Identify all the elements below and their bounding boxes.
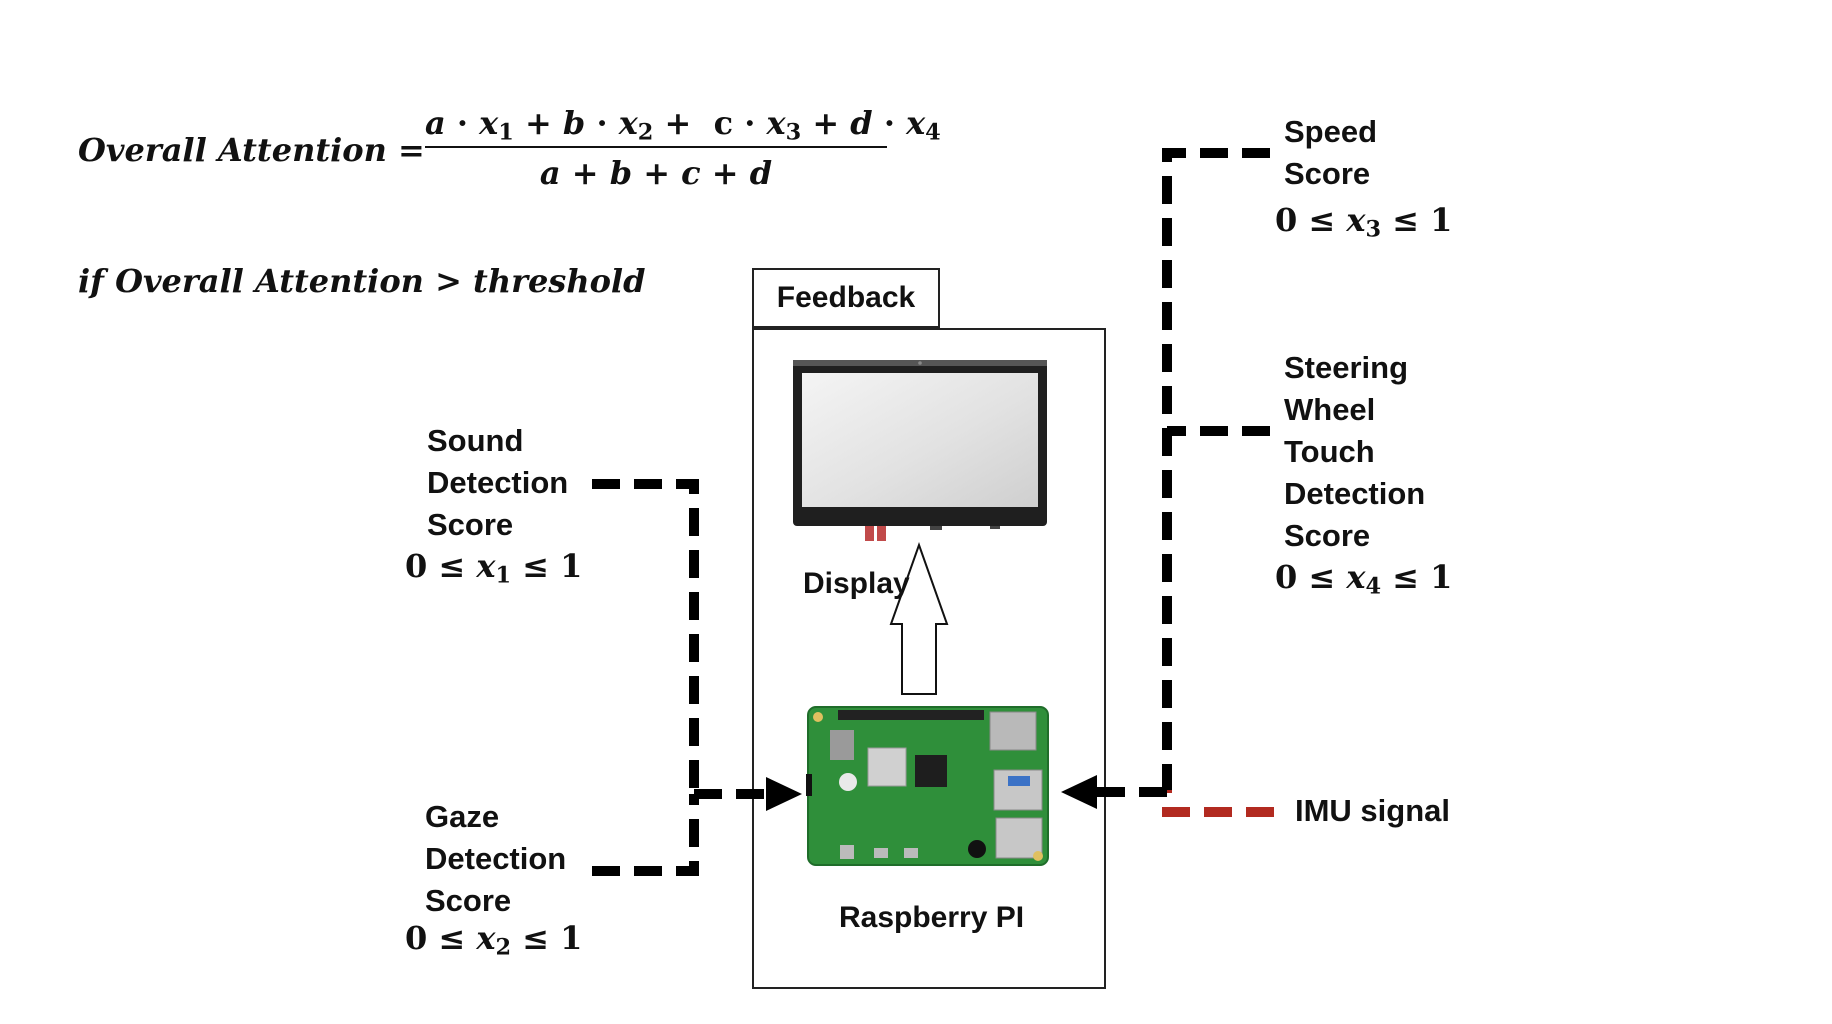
formula-lhs: Overall Attention = bbox=[78, 131, 425, 169]
feedback-container bbox=[752, 328, 1106, 989]
sound-range: 0 ≤ x1 ≤ 1 bbox=[405, 547, 583, 589]
formula-fraction: a · x1 + b · x2 + c · x3 + d · x4 a + b … bbox=[425, 104, 941, 192]
feedback-title: Feedback bbox=[776, 281, 916, 314]
speed-label-line-2: Score bbox=[1284, 156, 1371, 191]
gaze-range: 0 ≤ x2 ≤ 1 bbox=[405, 919, 583, 961]
steering-range: 0 ≤ x4 ≤ 1 bbox=[1275, 558, 1453, 600]
gaze-label-line-3: Score bbox=[425, 883, 512, 918]
sound-label-line-2: Detection bbox=[427, 465, 569, 500]
gaze-connector bbox=[592, 794, 699, 876]
feedback-title-box: Feedback bbox=[752, 268, 940, 328]
steering-label-line-1: Steering bbox=[1284, 350, 1409, 385]
threshold-condition: if Overall Attention > threshold bbox=[78, 262, 646, 300]
fraction-bar bbox=[425, 146, 887, 148]
formula-denominator: a + b + c + d bbox=[539, 154, 773, 192]
left-input-arrow bbox=[694, 777, 802, 811]
steering-label-line-2: Wheel bbox=[1284, 392, 1376, 427]
display-arrow-up bbox=[889, 542, 949, 695]
imu-connector bbox=[1162, 790, 1274, 817]
speed-label-line-1: Speed bbox=[1284, 114, 1378, 149]
sound-connector bbox=[592, 479, 699, 801]
steering-label-line-3: Touch bbox=[1284, 434, 1375, 469]
right-input-arrow bbox=[1061, 775, 1167, 809]
sound-label-line-1: Sound bbox=[427, 423, 524, 458]
formula-numerator: a · x1 + b · x2 + c · x3 + d · x4 bbox=[425, 104, 941, 146]
imu-signal-label: IMU signal bbox=[1295, 793, 1451, 828]
sound-label-line-3: Score bbox=[427, 507, 514, 542]
steering-label-line-4: Detection bbox=[1284, 476, 1426, 511]
speed-connector bbox=[1162, 148, 1270, 790]
display-label: Display bbox=[803, 567, 910, 600]
display-monitor-icon bbox=[793, 360, 1047, 541]
speed-range: 0 ≤ x3 ≤ 1 bbox=[1275, 201, 1453, 243]
raspberry-pi-label: Raspberry PI bbox=[839, 901, 1025, 934]
gaze-label-line-1: Gaze bbox=[425, 799, 500, 834]
steering-label-line-5: Score bbox=[1284, 518, 1371, 553]
raspberry-pi-board-icon bbox=[806, 706, 1049, 866]
gaze-label-line-2: Detection bbox=[425, 841, 567, 876]
